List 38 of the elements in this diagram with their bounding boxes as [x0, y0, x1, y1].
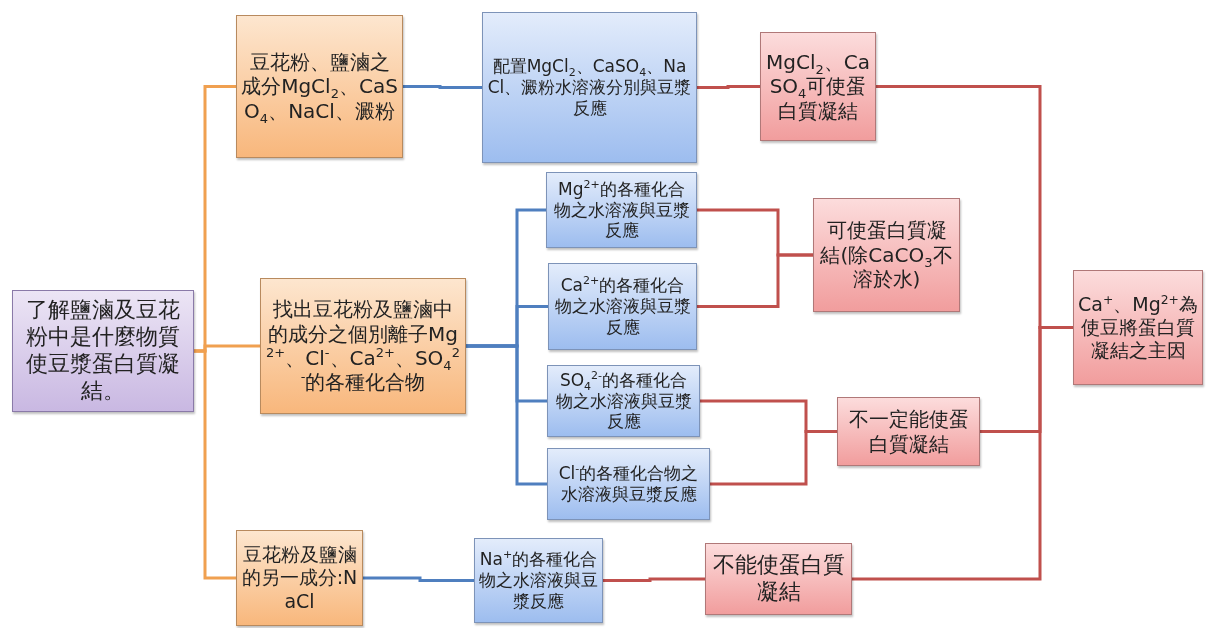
process-box [813, 198, 960, 312]
process-box [705, 543, 852, 615]
connector-line [466, 344, 547, 486]
process-box [547, 448, 710, 520]
box-text: 不一定能使蛋白質凝結 [847, 407, 970, 456]
connector-line [710, 430, 837, 486]
box-text: 不能使蛋白質凝結 [711, 552, 846, 606]
connector-line [697, 85, 760, 89]
connector-line [603, 577, 705, 582]
process-box [547, 365, 700, 437]
process-box [546, 172, 697, 248]
process-box [760, 32, 876, 141]
process-box [548, 263, 697, 350]
box-text: 了解鹽滷及豆花粉中是什麼物質使豆漿蛋白質凝結。 [25, 297, 181, 405]
box-text: MgCl$_{2}$、CaSO$_{4}$可使蛋白質凝結 [765, 49, 871, 124]
process-box [837, 397, 980, 466]
box-text: Mg$^{2+}$的各種化合物之水溶液與豆漿反應 [552, 178, 691, 242]
process-box [236, 15, 403, 158]
process-box [482, 12, 697, 163]
box-text: Cl$^{-}$的各種化合物之水溶液與豆漿反應 [557, 463, 700, 505]
box-text: 豆花粉、鹽滷之成分MgCl$_{2}$、CaSO$_{4}$、NaCl、澱粉 [241, 49, 398, 124]
process-box [12, 290, 194, 412]
box-text: Na$^{+}$的各種化合物之水溶液與豆漿反應 [479, 549, 598, 612]
connector-line [852, 326, 1073, 581]
box-text: SO$_{4}$$^{2-}$的各種化合物之水溶液與豆漿反應 [554, 369, 693, 433]
box-text: Ca$^{+}$、Mg$^{2+}$為使豆將蛋白質凝結之主因 [1078, 292, 1198, 363]
connector-line [194, 349, 236, 580]
process-box [260, 278, 466, 414]
box-text: Ca$^{2+}$的各種化合物之水溶液與豆漿反應 [553, 275, 692, 338]
box-text: 可使蛋白質凝結(除CaCO$_{3}$不溶於水) [819, 218, 954, 292]
box-text: 豆花粉及鹽滷的另一成分:NaCl [241, 543, 358, 613]
process-box [236, 530, 363, 626]
box-text: 配置MgCl$_{2}$、CaSO$_{4}$、NaCl、澱粉水溶液分別與豆漿反應 [487, 56, 692, 119]
process-box [1073, 270, 1203, 385]
process-box [474, 538, 603, 623]
connector-line [403, 85, 482, 89]
connector-line [363, 576, 474, 582]
connector-line [697, 253, 813, 308]
